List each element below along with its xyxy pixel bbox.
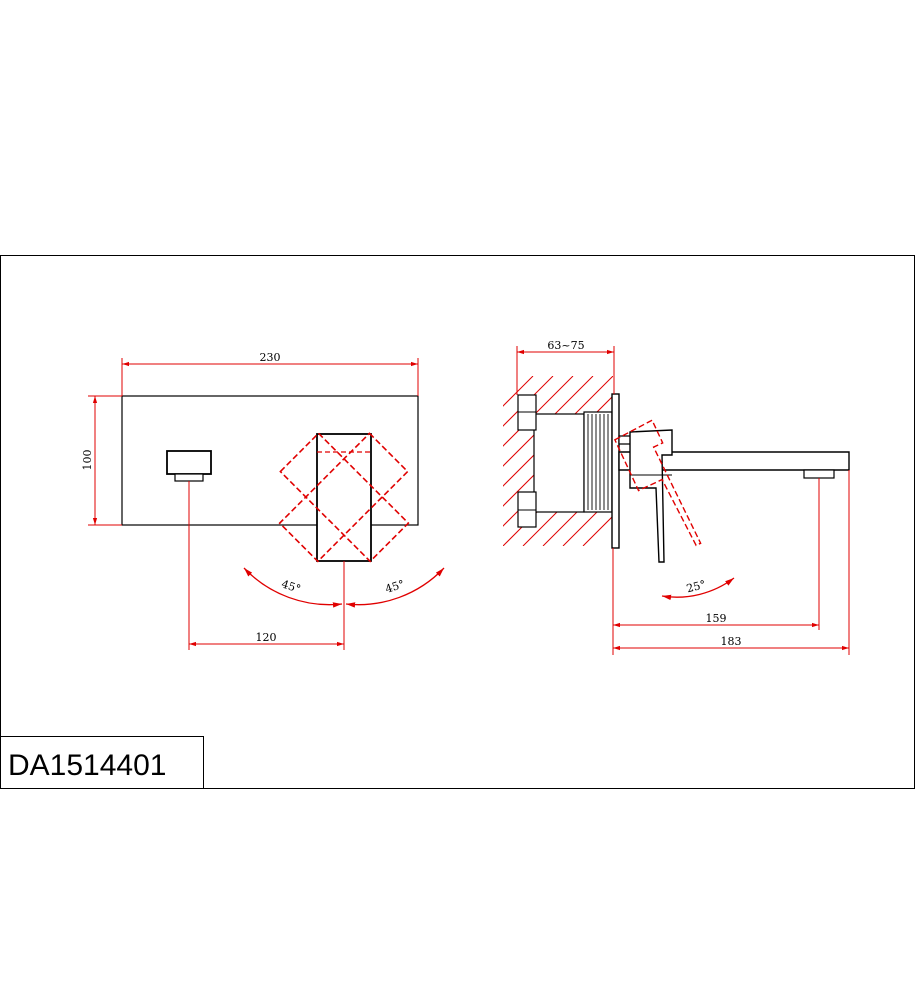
dim-height-label: 100 xyxy=(81,450,94,471)
front-spout-nozzle xyxy=(174,473,204,482)
angle-lever-label: 25° xyxy=(685,578,707,596)
front-lever-handle xyxy=(316,433,372,562)
angle-right-label: 45° xyxy=(384,577,407,595)
side-lever xyxy=(629,429,673,563)
drawing-frame xyxy=(0,255,915,789)
valve-body xyxy=(533,413,585,513)
dim-wall-depth-label: 63~75 xyxy=(547,339,584,352)
title-block xyxy=(0,736,204,789)
lever-rotated-left xyxy=(279,432,410,563)
dim-offset-label: 120 xyxy=(256,631,277,644)
angle-arc-right xyxy=(345,567,445,608)
angle-arc-lever xyxy=(661,577,735,601)
side-lever-rotated xyxy=(613,419,702,547)
side-wall-plate xyxy=(611,393,620,549)
front-view: 230 100 120 45° 45° xyxy=(81,351,445,650)
side-view: 63~75 25° 159 183 xyxy=(503,339,850,655)
angle-left-label: 45° xyxy=(280,577,303,595)
front-spout-outlet xyxy=(166,450,212,475)
lever-rotated-right xyxy=(278,432,409,563)
front-wall-plate xyxy=(121,395,419,526)
side-spout-outlet xyxy=(803,469,835,479)
angle-arc-left xyxy=(243,567,343,608)
dim-width-label: 230 xyxy=(260,351,281,364)
dim-reach-label: 159 xyxy=(706,612,727,625)
dim-overall-label: 183 xyxy=(721,635,742,648)
part-number: DA1514401 xyxy=(8,749,166,782)
